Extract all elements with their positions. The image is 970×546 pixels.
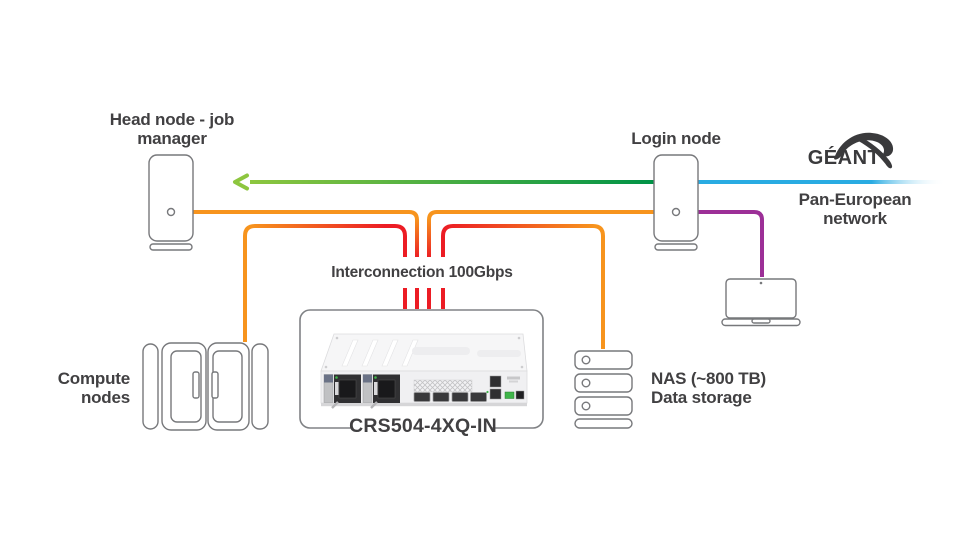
- nas-unit-1: [574, 350, 633, 370]
- switch-device-illustration: [320, 333, 528, 409]
- rack-pill-left: [142, 343, 159, 430]
- nas-unit-3: [574, 396, 633, 416]
- tower-body: [653, 154, 699, 242]
- label-gap-mask: [352, 420, 492, 436]
- rack-pill-right: [251, 343, 269, 430]
- switch-psu-1: [323, 374, 361, 409]
- mikrotik-logo-mark: [507, 376, 520, 380]
- pan-european-line1: Pan-European: [798, 190, 912, 209]
- qsfp-port-3: [451, 392, 469, 402]
- psu-clip: [374, 382, 378, 395]
- laptop-notch: [751, 318, 771, 324]
- arrowhead-left-icon: [233, 173, 249, 191]
- nas-led-3: [581, 401, 591, 411]
- link-head-to-switch: [193, 210, 419, 257]
- mikrotik-logo-mark: [509, 380, 518, 383]
- link-login-to-switch: [427, 210, 654, 257]
- psu-handle: [370, 401, 378, 409]
- links-layer: [193, 173, 946, 349]
- screw: [520, 365, 524, 369]
- emboss-mark: [477, 350, 521, 357]
- swoosh-loop: [834, 132, 894, 160]
- qsfp-port-1: [413, 392, 431, 402]
- login-node-server-icon: [653, 154, 699, 251]
- tower-base: [654, 243, 698, 251]
- link-login-to-laptop: [698, 210, 764, 277]
- pan-european-label: Pan-European network: [775, 190, 935, 228]
- emboss-mark: [412, 347, 470, 355]
- psu-inlet: [377, 379, 396, 399]
- vent-slash: [361, 339, 379, 367]
- head-node-label-line2: manager: [137, 129, 207, 148]
- compute-nodes-line1: Compute: [57, 369, 130, 388]
- head-node-label-line1: Head node - job: [109, 110, 235, 129]
- switch-screws: [324, 336, 524, 369]
- nas-label-line1: NAS (~800 TB): [651, 369, 767, 388]
- qsfp-ports: [413, 392, 487, 402]
- screw: [335, 336, 339, 340]
- qsfp-port-2: [432, 392, 450, 402]
- switch-model-label: CRS504-4XQ-IN: [349, 415, 497, 437]
- rj45-port-bottom: [489, 388, 502, 400]
- geant-wordmark: GÉANT: [807, 147, 881, 169]
- nas-unit-2: [574, 373, 633, 393]
- switch-psu-2: [362, 374, 400, 409]
- laptop-camera-dot: [759, 281, 763, 285]
- dc-jack: [515, 390, 525, 400]
- interconnect-label: Interconnection 100Gbps: [331, 264, 513, 281]
- tower-button: [671, 207, 681, 217]
- laptop-screen: [725, 278, 797, 319]
- link-nas-to-switch: [441, 224, 605, 349]
- psu-led: [374, 376, 377, 379]
- screw: [517, 336, 521, 340]
- qsfp-port-4: [470, 392, 487, 402]
- vent-slash: [381, 339, 399, 367]
- link-compute-to-switch: [243, 224, 407, 342]
- compute-nodes-line2: nodes: [80, 388, 130, 407]
- rack-handle-2: [211, 371, 219, 399]
- nas-label: NAS (~800 TB) Data storage: [651, 369, 821, 407]
- terminal-block: [504, 391, 515, 399]
- switch-mgmt-block: [486, 375, 525, 400]
- switch-top-vents: [341, 339, 419, 367]
- vent-slash: [341, 339, 359, 367]
- tower-base: [149, 243, 193, 251]
- psu-led: [335, 376, 338, 379]
- psu-handle: [331, 401, 339, 409]
- psu-connector: [324, 374, 333, 383]
- tower-body: [148, 154, 194, 242]
- rack-door-1: [170, 350, 202, 423]
- vent-slash: [401, 339, 419, 367]
- psu-clip: [335, 382, 339, 395]
- screw: [324, 365, 328, 369]
- rack-handle-1: [192, 371, 200, 399]
- nas-storage-icon: [574, 350, 633, 429]
- laptop-icon: [721, 278, 801, 327]
- nas-led-2: [581, 378, 591, 388]
- switch-bottom-shadow: [321, 403, 527, 407]
- compute-nodes-label: Compute nodes: [30, 369, 130, 407]
- mgmt-led: [486, 390, 489, 394]
- head-node-label: Head node - job manager: [72, 110, 272, 148]
- compute-nodes-rack-icon: [142, 342, 269, 431]
- geant-swoosh-icon: [834, 132, 894, 169]
- rj45-port-top: [489, 375, 502, 388]
- swoosh-tail: [857, 136, 893, 169]
- tower-button: [166, 207, 176, 217]
- psu-inlet: [338, 379, 357, 399]
- nas-led-1: [581, 355, 591, 365]
- front-vent-hatch: [414, 380, 472, 392]
- nas-label-line2: Data storage: [651, 388, 752, 407]
- interconnect-stubs: [403, 288, 445, 309]
- head-node-server-icon: [148, 154, 194, 251]
- icons-layer: [142, 154, 801, 431]
- psu-connector: [363, 374, 372, 383]
- pan-european-line2: network: [823, 209, 887, 228]
- nas-base: [574, 418, 633, 429]
- login-node-label: Login node: [631, 129, 721, 148]
